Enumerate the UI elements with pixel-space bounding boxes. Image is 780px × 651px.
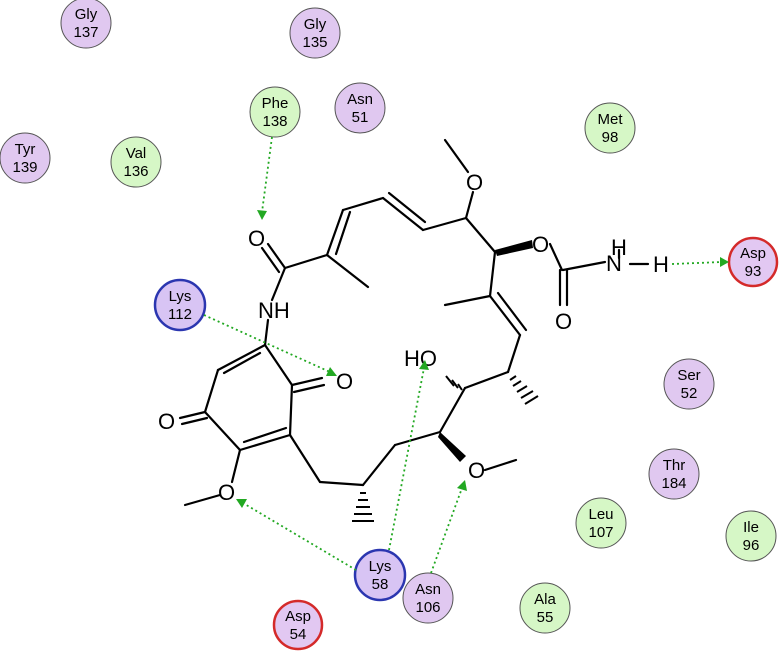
hbond-nh-asp93 bbox=[671, 257, 729, 267]
residue-disc bbox=[402, 572, 454, 624]
residue-number: 96 bbox=[743, 537, 760, 554]
residue-name: Ala bbox=[534, 591, 556, 608]
atom-amide-o: O bbox=[248, 226, 265, 251]
residue-asn51[interactable]: Asn 51 bbox=[334, 82, 386, 134]
ligand-skeleton bbox=[178, 138, 650, 522]
residue-number: 106 bbox=[415, 599, 440, 616]
residue-lys112[interactable]: Lys 112 bbox=[153, 278, 207, 332]
residue-number: 51 bbox=[352, 109, 369, 126]
residue-name: Tyr bbox=[15, 141, 36, 158]
residue-leu107[interactable]: Leu 107 bbox=[575, 497, 627, 549]
residue-number: 107 bbox=[588, 524, 613, 541]
residue-ala55[interactable]: Ala 55 bbox=[519, 582, 571, 634]
residue-disc bbox=[353, 548, 407, 602]
residue-name: Asn bbox=[415, 581, 441, 598]
residue-number: 139 bbox=[12, 159, 37, 176]
residue-number: 135 bbox=[302, 34, 327, 51]
residue-disc bbox=[153, 278, 207, 332]
residue-disc bbox=[289, 7, 341, 59]
atom-quinone-o-left: O bbox=[158, 409, 175, 434]
residue-asp54[interactable]: Asp 54 bbox=[272, 599, 324, 651]
residue-disc bbox=[334, 82, 386, 134]
residue-gly135[interactable]: Gly 135 bbox=[289, 7, 341, 59]
residue-number: 52 bbox=[681, 385, 698, 402]
atom-carbamate-nh-h: H bbox=[611, 235, 627, 260]
atom-quinone-o-right: O bbox=[336, 369, 353, 394]
residue-name: Thr bbox=[663, 457, 686, 474]
residue-number: 55 bbox=[537, 609, 554, 626]
residue-disc bbox=[584, 102, 636, 154]
hbond-lys58-ho bbox=[388, 360, 429, 551]
residue-number: 58 bbox=[372, 576, 389, 593]
residue-disc bbox=[272, 599, 324, 651]
residue-tyr139[interactable]: Tyr 139 bbox=[0, 132, 51, 184]
residue-gly137[interactable]: Gly 137 bbox=[60, 0, 112, 49]
residue-thr184[interactable]: Thr 184 bbox=[648, 448, 700, 500]
atom-labels: O O N H H O O NH HO O O O O bbox=[158, 170, 669, 505]
hbond-lines bbox=[203, 136, 729, 574]
atom-carbamate-o-bottom: O bbox=[555, 309, 572, 334]
residue-name: Gly bbox=[304, 16, 327, 33]
residue-asn106[interactable]: Asn 106 bbox=[402, 572, 454, 624]
residue-number: 93 bbox=[745, 263, 762, 280]
residue-phe138[interactable]: Phe 138 bbox=[249, 86, 301, 138]
residue-ile96[interactable]: Ile 96 bbox=[725, 510, 777, 562]
atom-methoxy-o-top: O bbox=[466, 170, 483, 195]
residue-disc bbox=[663, 358, 715, 410]
residue-name: Ser bbox=[677, 367, 700, 384]
residue-name: Leu bbox=[588, 506, 613, 523]
residue-name: Phe bbox=[262, 95, 289, 112]
residue-name: Val bbox=[126, 145, 147, 162]
residue-number: 184 bbox=[661, 475, 686, 492]
hbond-lys112-quinone-o bbox=[203, 314, 337, 376]
residue-met98[interactable]: Met 98 bbox=[584, 102, 636, 154]
residue-name: Met bbox=[597, 111, 623, 128]
atom-amide-nh: NH bbox=[258, 298, 290, 323]
residue-number: 54 bbox=[290, 626, 307, 643]
residue-number: 136 bbox=[123, 163, 148, 180]
residue-name: Asp bbox=[285, 608, 311, 625]
residue-number: 138 bbox=[262, 113, 287, 130]
residue-asp93[interactable]: Asp 93 bbox=[727, 236, 779, 288]
hbond-lys58-methoxy-o bbox=[236, 499, 357, 571]
residue-disc bbox=[575, 497, 627, 549]
hbond-phe138-amide-o bbox=[257, 136, 273, 220]
residue-name: Ile bbox=[743, 519, 759, 536]
residue-val136[interactable]: Val 136 bbox=[110, 136, 162, 188]
residue-disc bbox=[249, 86, 301, 138]
residue-number: 98 bbox=[602, 129, 619, 146]
atom-methoxy-o-left: O bbox=[218, 480, 235, 505]
residue-disc bbox=[60, 0, 112, 49]
residue-number: 112 bbox=[168, 306, 192, 323]
residue-disc bbox=[519, 582, 571, 634]
residue-name: Asp bbox=[740, 245, 766, 262]
residue-name: Lys bbox=[369, 558, 392, 575]
residue-lys58[interactable]: Lys 58 bbox=[353, 548, 407, 602]
residue-ser52[interactable]: Ser 52 bbox=[663, 358, 715, 410]
atom-carbamate-nh-h2: H bbox=[653, 252, 669, 277]
residue-name: Asn bbox=[347, 91, 373, 108]
residue-number: 137 bbox=[73, 24, 98, 41]
residue-disc bbox=[110, 136, 162, 188]
hbond-asn106-methoxy-o bbox=[430, 480, 467, 574]
residue-disc bbox=[725, 510, 777, 562]
residue-name: Lys bbox=[169, 288, 192, 305]
residue-name: Gly bbox=[75, 6, 98, 23]
residue-disc bbox=[0, 132, 51, 184]
residue-disc bbox=[648, 448, 700, 500]
atom-carbamate-n: N bbox=[606, 251, 622, 276]
atom-methoxy-o-right: O bbox=[468, 458, 485, 483]
atom-carbamate-o-top: O bbox=[532, 232, 549, 257]
